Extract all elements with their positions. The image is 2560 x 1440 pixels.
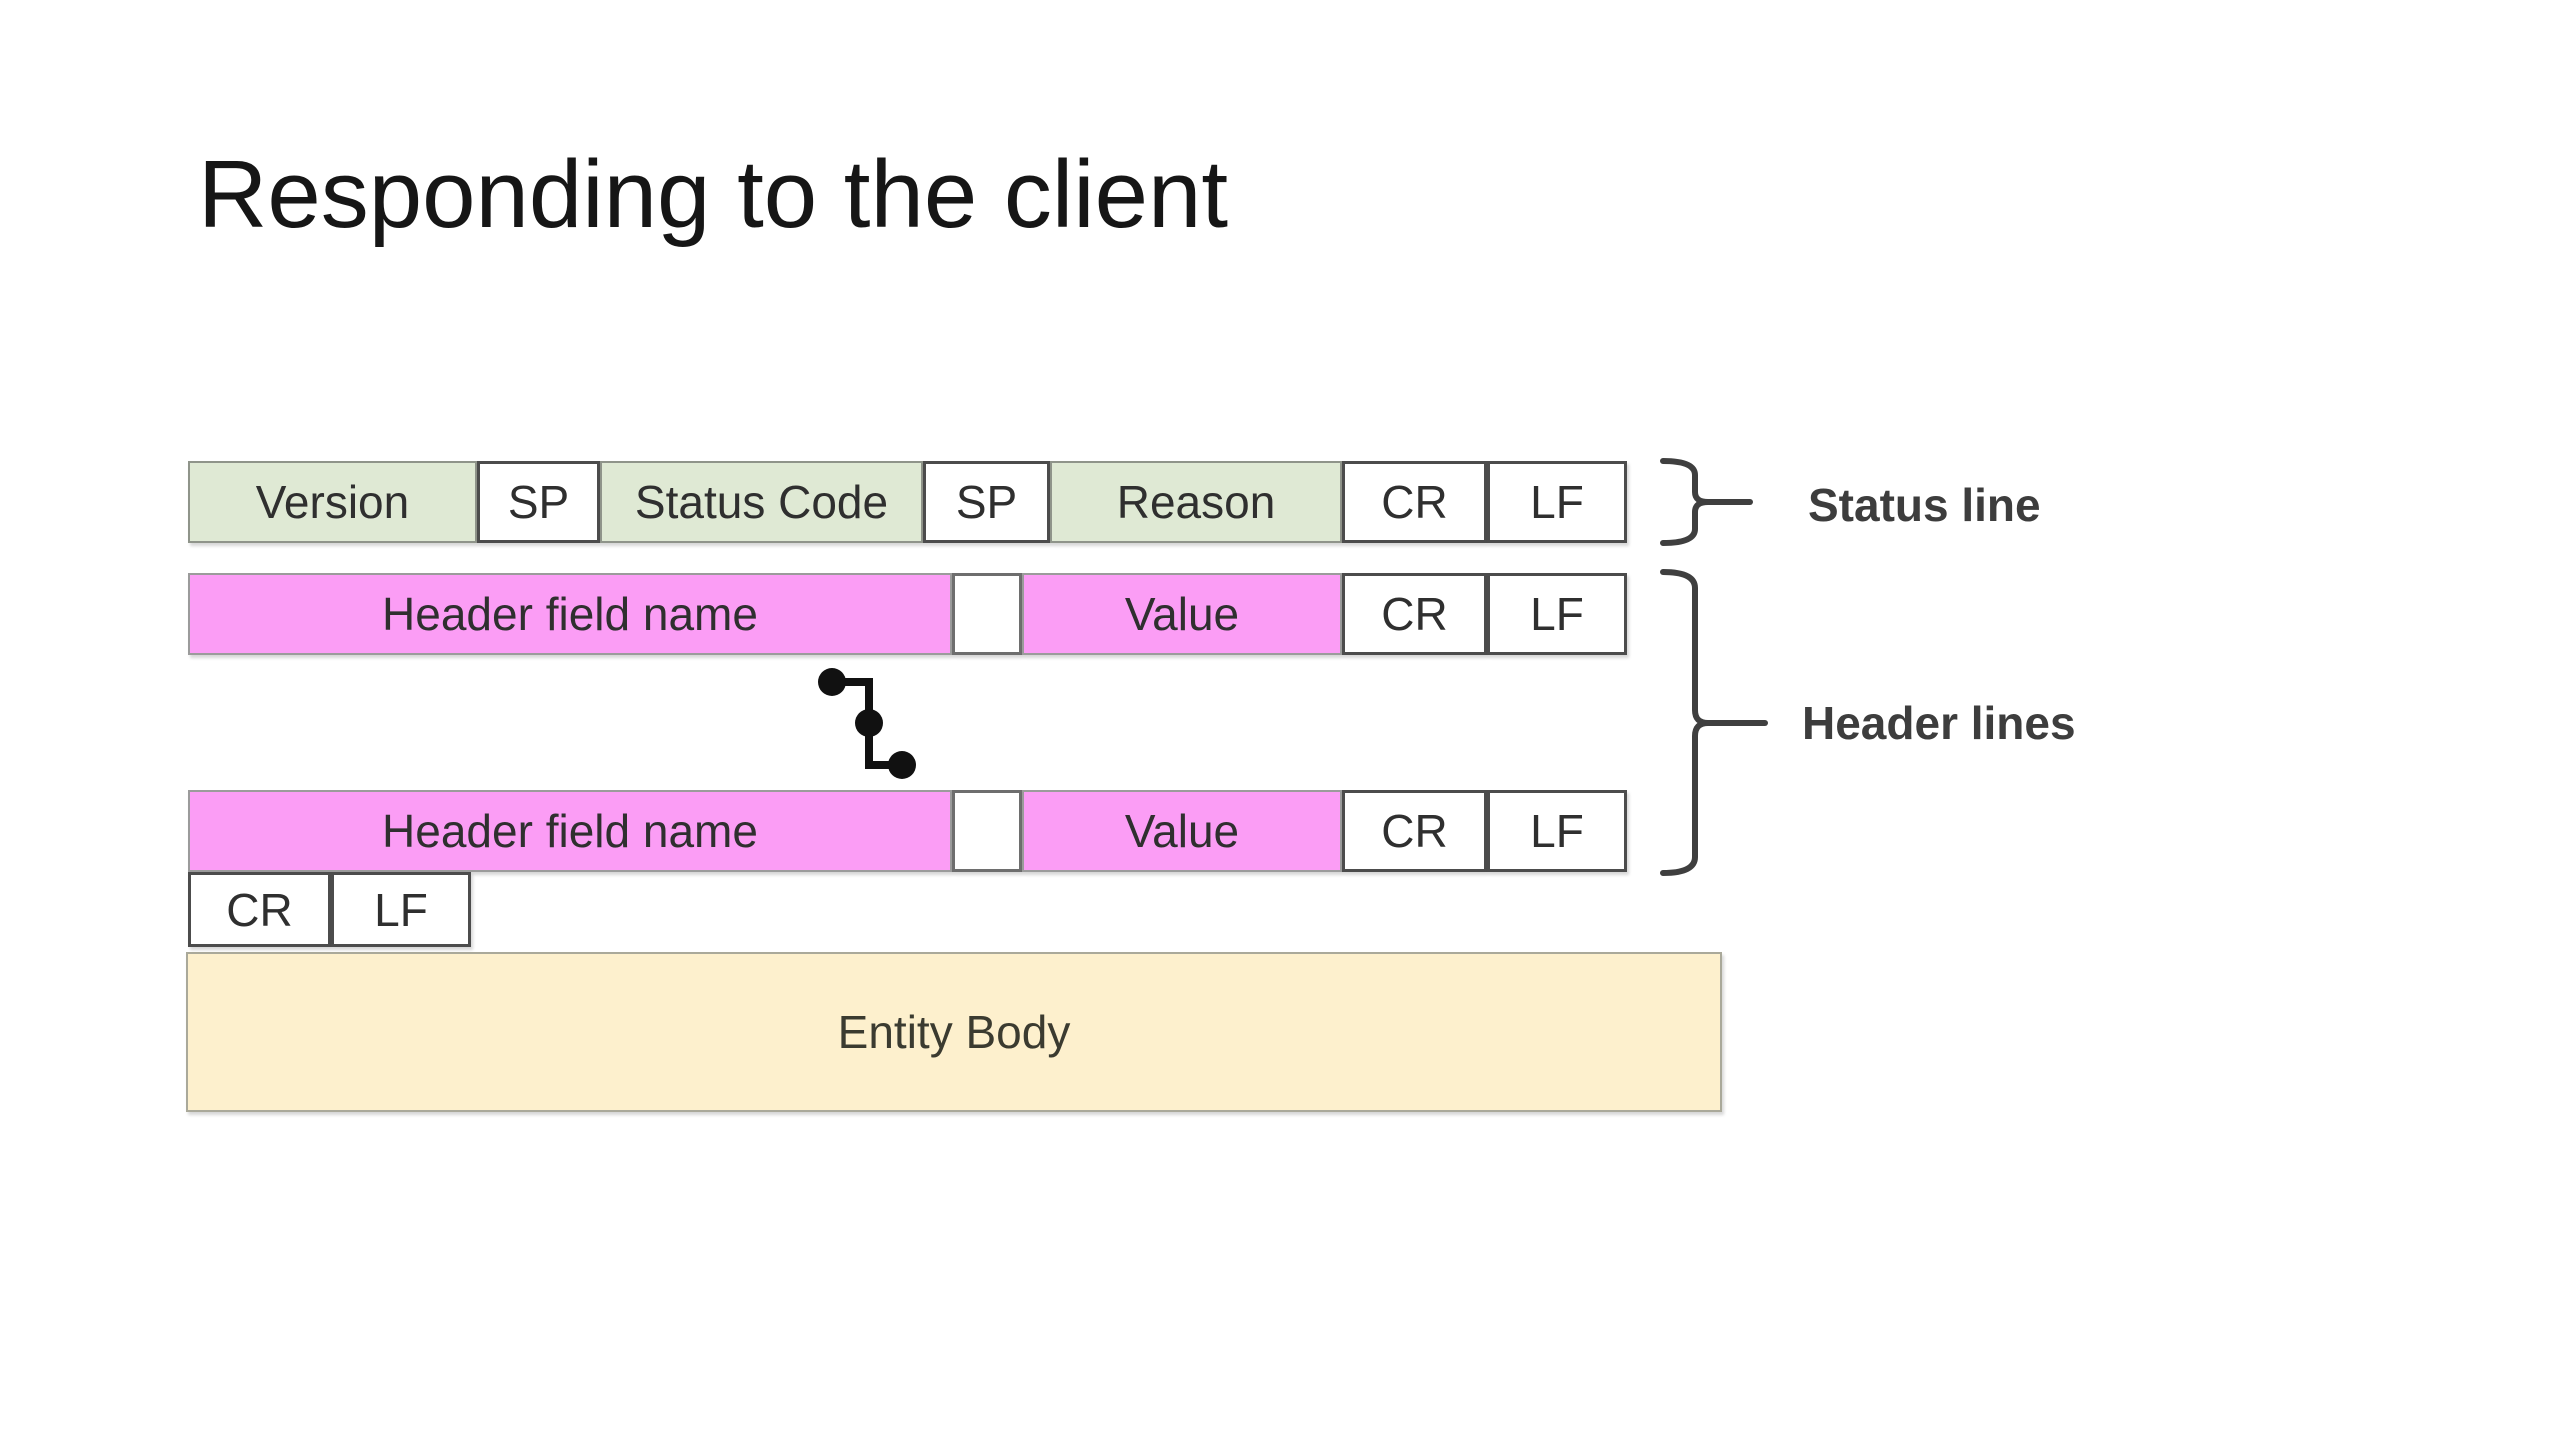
lf-cell: LF [1487,573,1627,655]
lf-cell: LF [331,872,471,947]
lf-cell: LF [1487,790,1627,872]
status-line-label: Status line [1808,479,2041,531]
slide-title: Responding to the client [198,141,1229,248]
sp-cell: SP [923,461,1050,543]
separator-cell [952,790,1022,872]
ellipsis-connector-icon [818,668,916,779]
sp-cell: SP [477,461,600,543]
value-cell: Value [1022,573,1342,655]
cr-cell: CR [188,872,331,947]
reason-cell: Reason [1050,461,1342,543]
cr-cell: CR [1342,573,1487,655]
value-cell: Value [1022,790,1342,872]
header-field-name-cell: Header field name [188,573,952,655]
header-lines-label: Header lines [1802,697,2076,749]
lf-cell: LF [1487,461,1627,543]
header-lines-brace [1660,569,1768,876]
status-code-cell: Status Code [600,461,923,543]
entity-body-cell: Entity Body [186,952,1722,1112]
separator-cell [952,573,1022,655]
status-line-brace [1660,458,1753,546]
cr-cell: CR [1342,790,1487,872]
header-field-name-cell: Header field name [188,790,952,872]
cr-cell: CR [1342,461,1487,543]
version-cell: Version [188,461,477,543]
